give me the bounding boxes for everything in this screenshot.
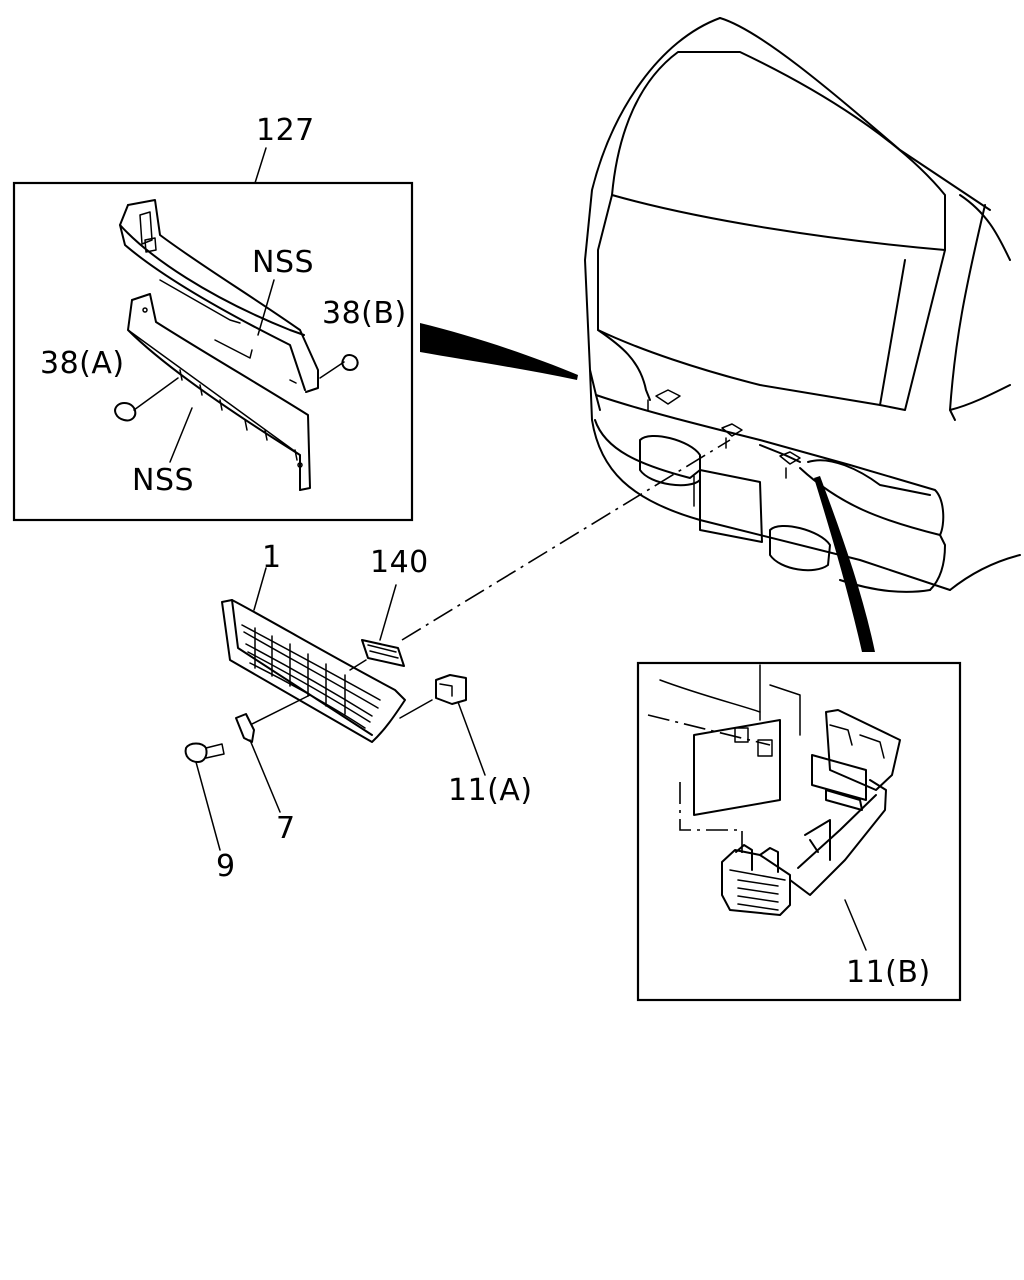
part-11a (399, 674, 486, 776)
detail-box-127 (12, 181, 414, 522)
callout-11a: 11(A) (448, 773, 533, 808)
part-140 (349, 584, 405, 671)
clip-11b-detail (647, 664, 901, 951)
callout-nss-upper: NSS (252, 245, 314, 280)
part-9 (184, 742, 225, 851)
part-7 (235, 713, 281, 813)
callout-11b: 11(B) (846, 955, 931, 990)
callout-38b: 38(B) (322, 296, 407, 331)
callout-1: 1 (262, 540, 282, 575)
pointer-wedge-upper (420, 323, 578, 380)
vehicle-body (584, 17, 1021, 593)
callout-140: 140 (370, 545, 429, 580)
bumper-strip (127, 293, 311, 491)
grille-assembly (221, 567, 406, 743)
callout-7: 7 (276, 811, 296, 846)
leader-140-to-vehicle (401, 439, 731, 641)
callout-9: 9 (216, 849, 236, 884)
callout-nss-lower: NSS (132, 463, 194, 498)
reinforcement-bar (119, 199, 319, 393)
clip-38b (319, 354, 359, 379)
callout-127: 127 (256, 113, 315, 148)
pointer-wedge-lower (814, 476, 875, 652)
detail-box-11b (636, 661, 962, 1002)
callout-38a: 38(A) (40, 346, 125, 381)
clip-38a (114, 377, 179, 422)
